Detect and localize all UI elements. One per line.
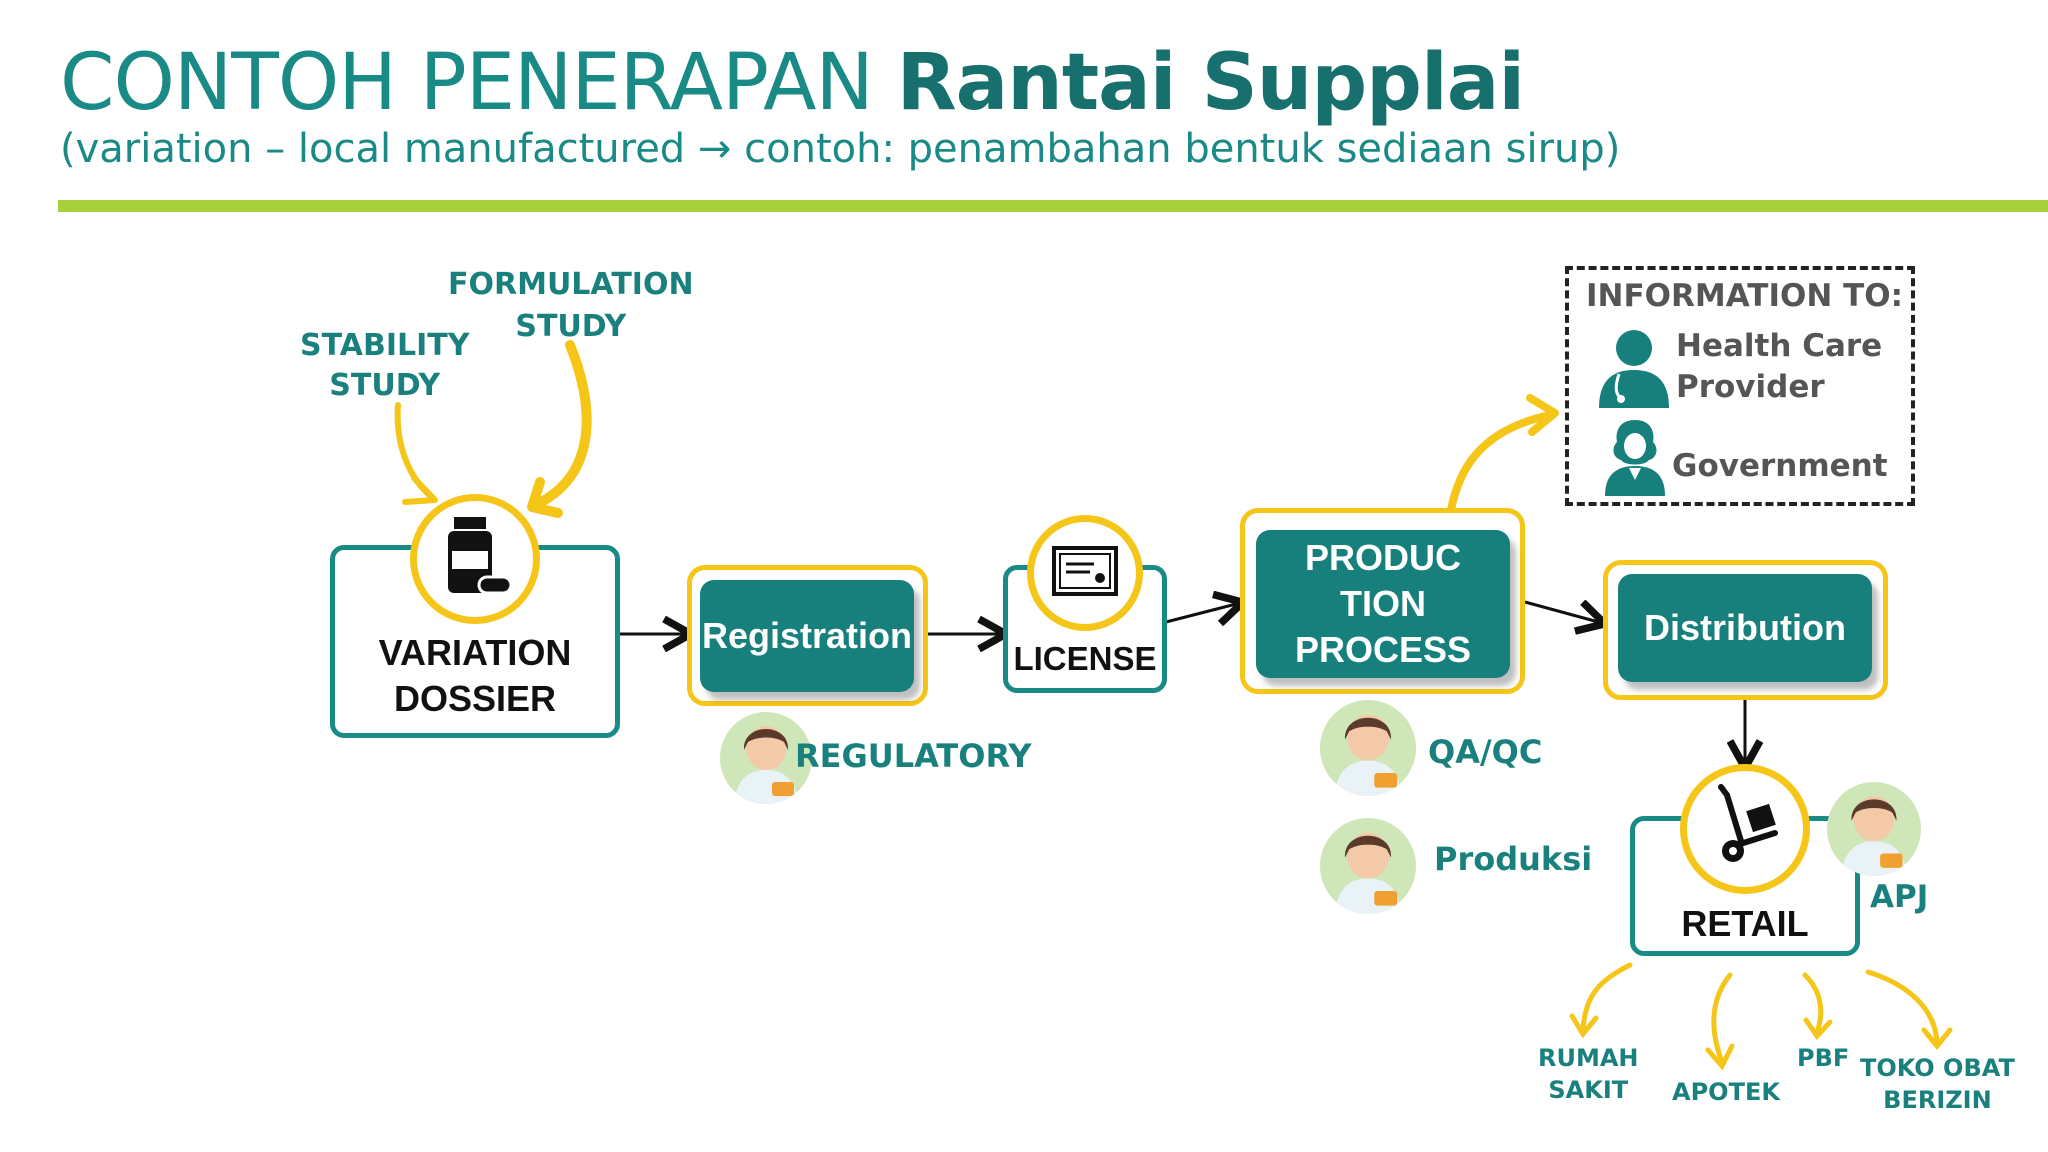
production-line-1: PRODUC	[1304, 537, 1461, 578]
rumah-sakit-label: RUMAH SAKIT	[1538, 1042, 1639, 1106]
toko-line-2: BERIZIN	[1883, 1086, 1992, 1114]
regulatory-avatar	[720, 712, 812, 804]
hand-truck-icon	[1718, 784, 1778, 862]
formulation-line-2: STUDY	[515, 309, 627, 344]
arrow-production-distribution	[1524, 602, 1602, 623]
formulation-study-label: FORMULATION STUDY	[448, 264, 694, 348]
qaqc-label: QA/QC	[1428, 733, 1543, 771]
arrow-license-production	[1165, 603, 1240, 622]
title-bold: Rantai Supplai	[896, 38, 1526, 128]
certificate-icon	[1052, 546, 1118, 596]
stability-line-1: STABILITY	[300, 328, 470, 363]
stability-line-2: STUDY	[329, 368, 441, 403]
page-subtitle: (variation – local manufactured → contoh…	[60, 126, 1621, 172]
pharmacist-avatar	[1334, 714, 1402, 796]
arrow-rumah-sakit-head	[1569, 1013, 1599, 1039]
produksi-avatar	[1320, 818, 1416, 914]
distribution-box: Distribution	[1618, 574, 1872, 682]
apj-avatar	[1827, 782, 1921, 876]
information-box	[1565, 266, 1915, 506]
doctor-icon	[1599, 330, 1669, 408]
arrow-rumah-sakit	[1580, 962, 1633, 1033]
toko-obat-label: TOKO OBAT BERIZIN	[1860, 1052, 2015, 1116]
registration-box: Registration	[700, 580, 914, 692]
retail-label: RETAIL	[1681, 903, 1809, 944]
apotek-label: APOTEK	[1672, 1078, 1780, 1106]
stability-arrowhead	[402, 475, 438, 505]
info-arrowhead	[1526, 394, 1559, 436]
stability-study-label: STABILITY STUDY	[300, 326, 469, 406]
hcp-line-1: Health Care	[1676, 328, 1883, 364]
formulation-arrow	[530, 340, 592, 510]
pharmacist-avatar	[734, 726, 798, 804]
license-icon-circle	[1027, 515, 1143, 631]
rumah-line-2: SAKIT	[1548, 1076, 1629, 1104]
information-title: INFORMATION TO:	[1586, 278, 1903, 314]
arrow-apotek	[1711, 972, 1733, 1065]
arrow-pbf	[1802, 972, 1824, 1035]
arrow-pbf-head	[1803, 1017, 1833, 1040]
arrow-toko-obat	[1865, 969, 1940, 1045]
production-box: PRODUC TION PROCESS	[1256, 530, 1510, 678]
qaqc-avatar	[1320, 700, 1416, 796]
stability-arrow	[394, 402, 435, 500]
license-label: LICENSE	[1013, 640, 1157, 677]
arrow-apotek-head	[1705, 1043, 1735, 1071]
official-icon	[1605, 420, 1665, 496]
production-line-2: TION	[1340, 583, 1426, 624]
dossier-line-2: DOSSIER	[393, 678, 557, 719]
apj-label: APJ	[1870, 879, 1929, 915]
pharmacist-avatar	[1334, 832, 1402, 914]
government-label: Government	[1672, 448, 1888, 484]
dossier-line-1: VARIATION	[378, 632, 572, 673]
formulation-line-1: FORMULATION	[448, 267, 694, 302]
formulation-arrowhead	[527, 477, 563, 518]
pharmacist-avatar	[1841, 796, 1907, 876]
regulatory-label: REGULATORY	[795, 737, 1032, 775]
page-title: CONTOH PENERAPAN Rantai Supplai	[60, 38, 1526, 128]
production-line-3: PROCESS	[1294, 629, 1472, 670]
toko-line-1: TOKO OBAT	[1860, 1054, 2015, 1082]
hcp-label: Health Care Provider	[1676, 326, 1882, 408]
arrow-toko-obat-head	[1921, 1027, 1953, 1050]
pbf-label: PBF	[1797, 1044, 1850, 1072]
header-divider	[58, 200, 2048, 212]
title-plain: CONTOH PENERAPAN	[60, 38, 874, 128]
hcp-line-2: Provider	[1676, 369, 1825, 405]
retail-icon-circle	[1680, 764, 1810, 894]
medicine-bottle-icon	[448, 517, 513, 595]
dossier-icon-circle	[410, 494, 540, 624]
rumah-line-1: RUMAH	[1538, 1044, 1639, 1072]
produksi-label: Produksi	[1434, 840, 1593, 878]
